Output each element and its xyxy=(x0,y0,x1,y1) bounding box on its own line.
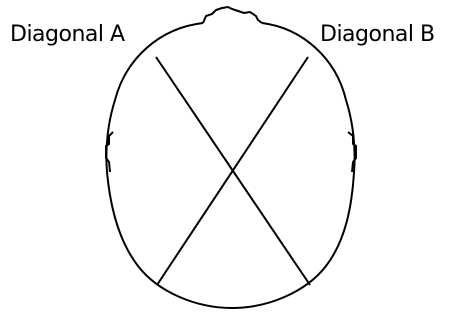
diagonal-a-label: Diagonal A xyxy=(10,22,125,48)
nose-bump xyxy=(203,7,262,23)
head-outline xyxy=(106,23,354,308)
diagonal-b-label: Diagonal B xyxy=(320,22,435,48)
